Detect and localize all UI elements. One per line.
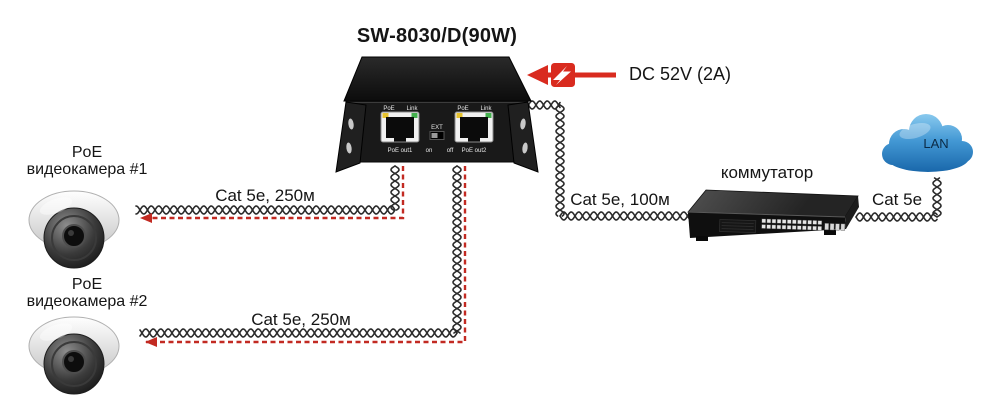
twisted-cable-to-lan bbox=[855, 177, 942, 222]
camera1-label-line2: видеокамера #1 bbox=[26, 161, 148, 178]
ext-on-label: on bbox=[426, 148, 433, 154]
port1-link-led-label: Link bbox=[406, 106, 418, 112]
port2-label: PoE out2 bbox=[462, 148, 487, 154]
twisted-cable-camera1 bbox=[135, 165, 400, 215]
port1-poe-led-label: PoE bbox=[383, 106, 394, 112]
camera1-label-line1: PoE bbox=[71, 144, 103, 161]
twisted-cable-camera2 bbox=[139, 165, 462, 338]
camera1-label: PoE видеокамера #1 bbox=[27, 144, 148, 178]
cable4-length-label: Cat 5e bbox=[871, 190, 923, 209]
arrow-left-icon bbox=[527, 65, 548, 85]
ext-off-label: off bbox=[447, 148, 454, 154]
network-switch bbox=[687, 189, 859, 241]
port1-poe-led bbox=[382, 113, 389, 118]
port2-poe-led-label: PoE bbox=[457, 106, 468, 112]
switch-ports bbox=[761, 218, 846, 231]
camera-lens bbox=[62, 224, 86, 248]
mount-ear-right bbox=[507, 101, 539, 173]
port1-link-led bbox=[411, 113, 418, 118]
ext-toggle-switch: EXT on off bbox=[426, 125, 454, 154]
lan-cloud-label: LAN bbox=[923, 136, 949, 151]
poe-extender-device: PoE Link PoE out1 PoE Link PoE out2 EXT … bbox=[335, 56, 539, 173]
rj45-port-1: PoE Link PoE out1 bbox=[380, 106, 420, 154]
cable2-length-label: Cat 5e, 250м bbox=[251, 310, 351, 329]
cable1-length-label: Cat 5e, 250м bbox=[215, 186, 315, 205]
switch-label: коммутатор bbox=[720, 163, 814, 182]
poe-flow-arrow-1 bbox=[140, 166, 405, 223]
ext-label: EXT bbox=[431, 125, 443, 131]
mount-ear-left bbox=[335, 101, 367, 173]
poe-camera-2 bbox=[28, 316, 120, 395]
switch-front-panel bbox=[719, 218, 846, 233]
poe-flow-arrows bbox=[140, 166, 467, 347]
poe-camera-1 bbox=[28, 190, 120, 269]
switch-foot bbox=[696, 236, 708, 241]
port2-link-led bbox=[485, 113, 492, 118]
dc-power-label: DC 52V (2A) bbox=[628, 64, 732, 84]
camera2-label-line2: видеокамера #2 bbox=[26, 293, 148, 310]
camera2-label-line1: PoE bbox=[71, 276, 103, 293]
cable3-length-label: Cat 5e, 100м bbox=[570, 190, 670, 209]
port2-link-led-label: Link bbox=[480, 106, 492, 112]
lightning-bolt-icon bbox=[551, 63, 575, 87]
power-input-arrow bbox=[527, 63, 616, 87]
camera-lens bbox=[62, 350, 86, 374]
port1-label: PoE out1 bbox=[388, 148, 413, 154]
rj45-port-2: PoE Link PoE out2 bbox=[454, 106, 494, 154]
device-title: SW-8030/D(90W) bbox=[356, 25, 518, 47]
camera2-label: PoE видеокамера #2 bbox=[27, 276, 148, 310]
switch-foot bbox=[824, 230, 836, 235]
port2-poe-led bbox=[456, 113, 463, 118]
lan-cloud bbox=[882, 114, 973, 172]
